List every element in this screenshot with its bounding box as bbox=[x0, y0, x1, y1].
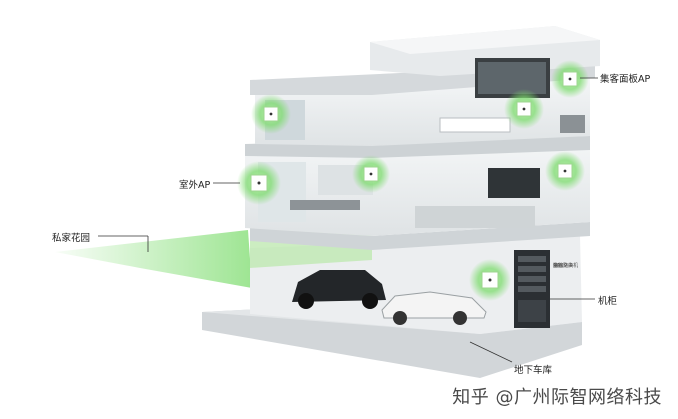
black-suv bbox=[292, 270, 386, 309]
garden-label: 私家花园 bbox=[52, 233, 91, 244]
ap-second-floor-right bbox=[504, 89, 544, 129]
rack-item-monitor: 监控 bbox=[553, 263, 564, 269]
ap-outdoor bbox=[237, 161, 281, 205]
ap-top-right bbox=[551, 60, 589, 98]
watermark-text: 知乎 @广州际智网络科技 bbox=[452, 387, 662, 408]
rack-item-poe-switch: POE交换机 bbox=[553, 263, 579, 269]
cabinet-label: 机柜 bbox=[598, 296, 618, 307]
ap-second-floor-left bbox=[251, 94, 291, 134]
ap-first-floor-center bbox=[352, 155, 390, 193]
ap-garage bbox=[469, 259, 511, 301]
white-convertible bbox=[381, 291, 487, 325]
leader-garage bbox=[469, 341, 513, 363]
rack-item-nas: NAS bbox=[553, 263, 564, 269]
outdoor-ap-label: 室外AP bbox=[179, 180, 211, 191]
ap-first-floor-right bbox=[545, 151, 585, 191]
ceiling-ap-label: 集客面板AP bbox=[600, 74, 651, 85]
garden-wifi-beam bbox=[55, 230, 252, 288]
rack-item-router: 企业路由 bbox=[553, 263, 574, 269]
ground-floor-slab bbox=[250, 222, 590, 250]
garage-label: 地下车库 bbox=[514, 365, 553, 376]
